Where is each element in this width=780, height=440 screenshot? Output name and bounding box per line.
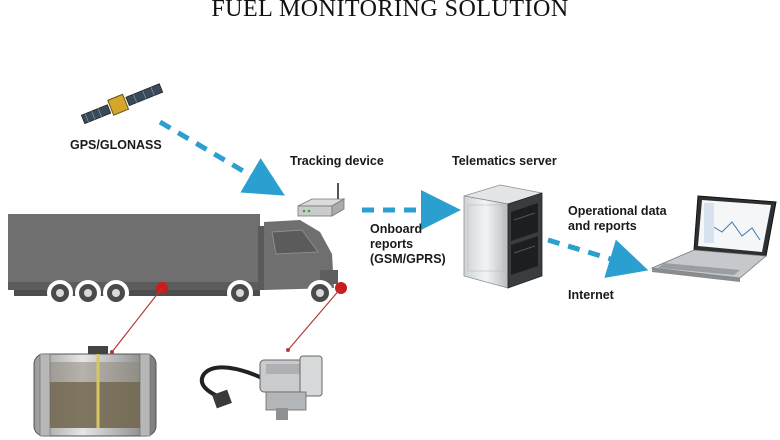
satellite-icon — [80, 83, 164, 125]
onboard-reports-label: Onboard reports (GSM/GPRS) — [370, 222, 446, 267]
tracking-device-icon — [297, 183, 346, 217]
operational-data-label: Operational data and reports — [568, 204, 667, 234]
flow-leader-line — [287, 287, 342, 351]
flow-sensor-icon — [200, 355, 323, 420]
fuel-tank-icon — [33, 346, 157, 437]
tank-leader-line — [111, 287, 163, 353]
onboard-line-3: (GSM/GPRS) — [370, 252, 446, 266]
internet-label: Internet — [568, 288, 614, 302]
internet-arrow — [547, 237, 649, 278]
truck-icon — [8, 214, 338, 306]
operational-line-1: Operational data — [568, 204, 667, 218]
server-icon — [463, 184, 543, 289]
telematics-server-label: Telematics server — [452, 154, 557, 168]
gps-signal-arrow — [158, 119, 285, 196]
onboard-line-1: Onboard — [370, 222, 423, 236]
operational-line-2: and reports — [568, 219, 637, 233]
tracking-device-label: Tracking device — [290, 154, 384, 168]
diagram-title: FUEL MONITORING SOLUTION — [211, 0, 569, 22]
laptop-icon — [650, 195, 777, 282]
gps-label: GPS/GLONASS — [70, 138, 162, 152]
onboard-line-2: reports — [370, 237, 414, 251]
